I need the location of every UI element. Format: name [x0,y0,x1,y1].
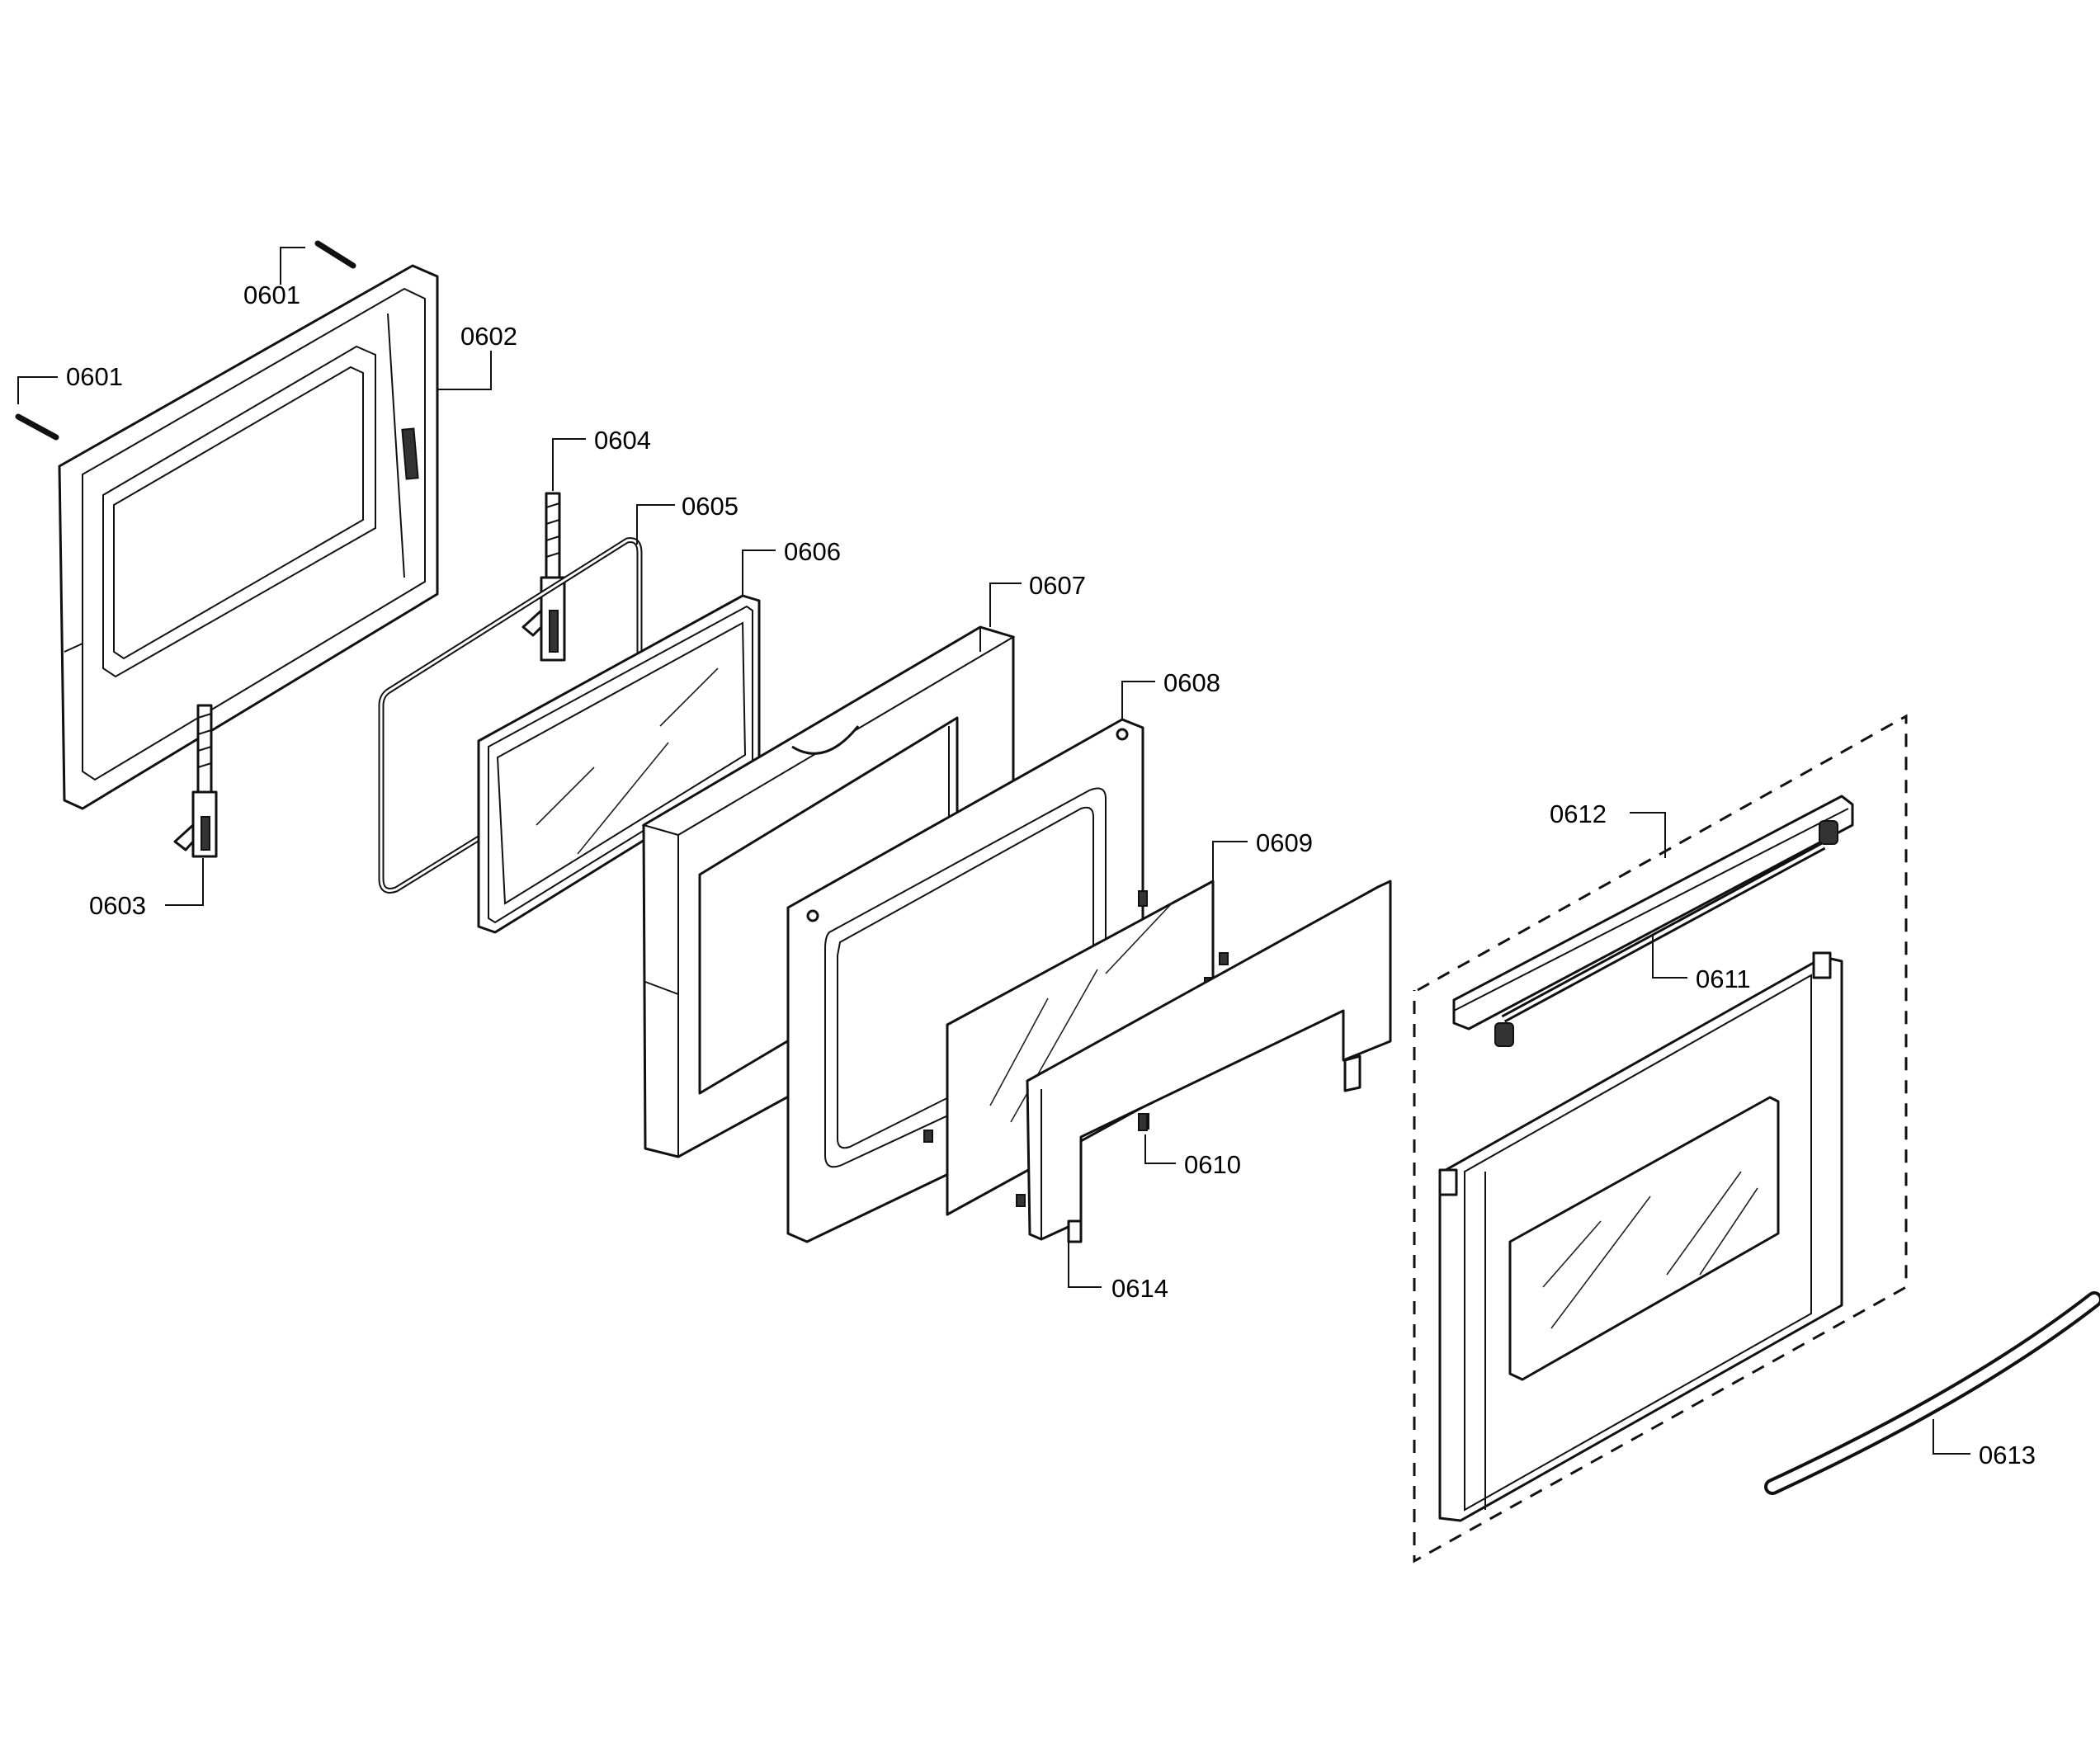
clip-0610 [1138,1113,1148,1131]
handle-tube-0613 [1764,1291,2100,1495]
door-liner-0602 [58,264,439,810]
outer-door [1438,951,1843,1522]
label-0613: 0613 [1979,1441,2036,1469]
part-labels: 0601 0601 0602 0603 0604 0605 0606 0607 … [66,281,2036,1469]
label-0607: 0607 [1029,571,1086,600]
assembly-boundary [1413,714,1908,1564]
leader-lines [17,247,1970,1455]
label-0602: 0602 [460,322,517,351]
label-0601-left: 0601 [66,362,123,391]
label-0603: 0603 [89,891,146,920]
label-0608: 0608 [1163,668,1220,697]
label-0605: 0605 [682,492,739,521]
handle-bracket-0612 [1452,795,1854,1047]
label-0612: 0612 [1550,799,1607,828]
handle-rod-0611 [1501,842,1826,1023]
label-0604: 0604 [594,426,651,455]
label-0609: 0609 [1256,828,1313,857]
label-0614: 0614 [1111,1274,1168,1303]
label-0611: 0611 [1696,965,1751,993]
label-0601-top: 0601 [243,281,300,309]
pin-0601-left [15,413,59,441]
label-0606: 0606 [784,537,841,566]
pin-0601-top [314,240,356,269]
hinge-0604 [521,492,566,662]
hinge-0603 [173,704,218,858]
label-0610: 0610 [1184,1150,1241,1179]
